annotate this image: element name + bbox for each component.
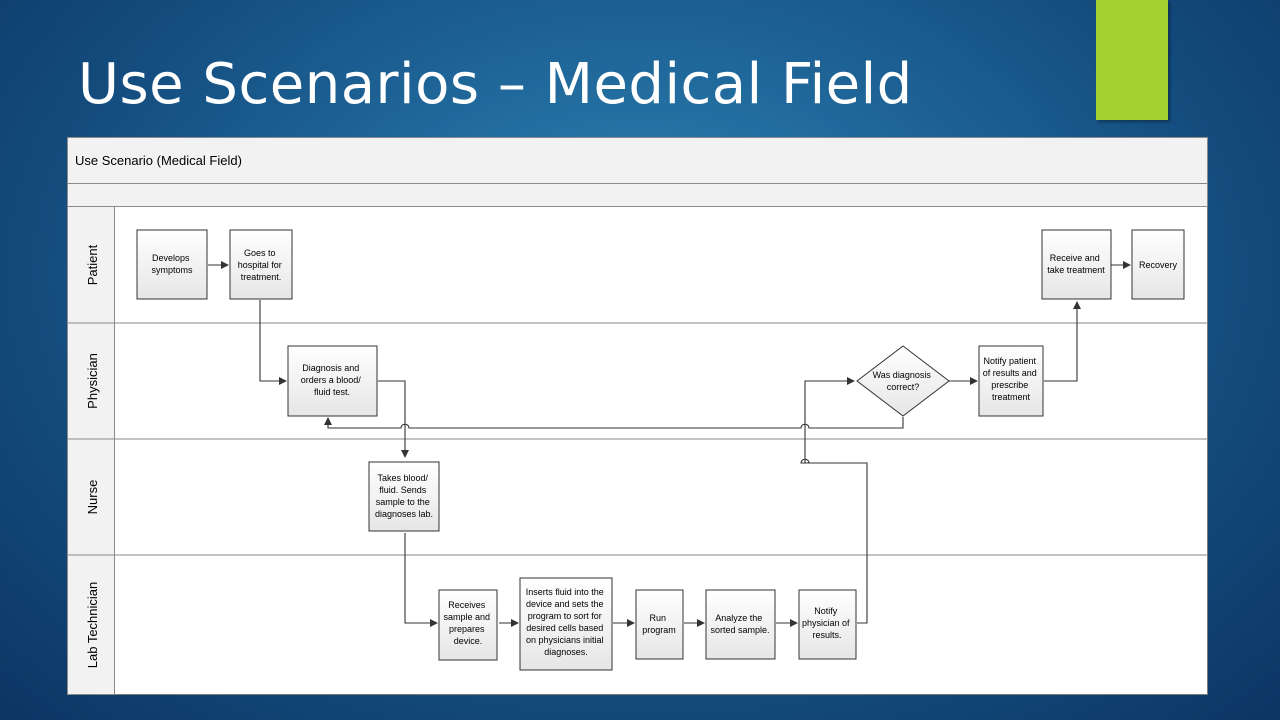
takes-blood-shape bbox=[368, 461, 440, 532]
run-program-line: Run bbox=[649, 613, 666, 623]
recovery-shape bbox=[1131, 229, 1185, 300]
receive-treatment-line: Receive and bbox=[1050, 253, 1100, 263]
develops-symptoms-box: Develops symptoms bbox=[136, 229, 208, 300]
receive-treatment-text: Receive and take treatment bbox=[1047, 253, 1105, 275]
inserts-fluid-line: device and sets the bbox=[526, 599, 604, 609]
inserts-fluid-line: desired cells based bbox=[526, 623, 603, 633]
inserts-fluid-text: Inserts fluid into the device and sets t… bbox=[526, 587, 607, 657]
goes-to-hospital-line: hospital for bbox=[238, 260, 282, 270]
develops-symptoms-text: Develops symptoms bbox=[151, 253, 193, 275]
inserts-fluid-box: Inserts fluid into the device and sets t… bbox=[519, 577, 613, 671]
takes-blood-line: Takes blood/ bbox=[377, 473, 428, 483]
takes-blood-line: diagnoses lab. bbox=[375, 509, 433, 519]
was-diagnosis-correct-decision: Was diagnosis correct? bbox=[856, 345, 950, 417]
slide-title: Use Scenarios – Medical Field bbox=[78, 52, 913, 117]
analyze-sample-line: sorted sample. bbox=[710, 625, 769, 635]
receive-treatment-line: take treatment bbox=[1047, 265, 1105, 275]
notify-physician-line: Notify bbox=[814, 606, 838, 616]
receives-sample-line: sample and bbox=[443, 612, 490, 622]
decision-line: correct? bbox=[887, 382, 920, 392]
recovery-line: Recovery bbox=[1139, 260, 1178, 270]
accent-bar bbox=[1096, 0, 1168, 120]
goes-to-hospital-text: Goes to hospital for treatment. bbox=[238, 248, 285, 282]
lane-label-lab-technician: Lab Technician bbox=[85, 582, 100, 669]
recovery-text: Recovery bbox=[1139, 260, 1178, 270]
notify-physician-line: results. bbox=[812, 630, 841, 640]
goes-to-hospital-line: Goes to bbox=[244, 248, 276, 258]
flowchart-canvas: Use Scenario (Medical Field) Patient Phy… bbox=[67, 137, 1208, 695]
receive-treatment-box: Receive and take treatment bbox=[1041, 229, 1112, 300]
notify-patient-box: Notify patient of results and prescribe … bbox=[978, 345, 1044, 417]
connector bbox=[324, 417, 904, 429]
receive-treatment-shape bbox=[1041, 229, 1112, 300]
notify-patient-text: Notify patient of results and prescribe … bbox=[983, 356, 1040, 402]
connector bbox=[378, 380, 409, 458]
connector bbox=[259, 300, 287, 385]
takes-blood-line: sample to the bbox=[376, 497, 430, 507]
diagnosis-line: Diagnosis and bbox=[302, 363, 359, 373]
connector bbox=[800, 377, 868, 624]
lane-label-physician: Physician bbox=[85, 353, 100, 409]
inserts-fluid-line: diagnoses. bbox=[544, 647, 588, 657]
goes-to-hospital-box: Goes to hospital for treatment. bbox=[229, 229, 293, 300]
inserts-fluid-line: program to sort for bbox=[528, 611, 602, 621]
lane-label-patient: Patient bbox=[85, 244, 100, 285]
analyze-sample-text: Analyze the sorted sample. bbox=[710, 613, 769, 635]
notify-patient-shape bbox=[978, 345, 1044, 417]
goes-to-hospital-line: treatment. bbox=[241, 272, 282, 282]
flowchart: Use Scenario (Medical Field) Patient Phy… bbox=[67, 137, 1208, 695]
takes-blood-line: fluid. Sends bbox=[379, 485, 427, 495]
develops-symptoms-shape bbox=[136, 229, 208, 300]
develops-symptoms-line: Develops bbox=[152, 253, 190, 263]
notify-patient-line: treatment bbox=[992, 392, 1031, 402]
takes-blood-text: Takes blood/ fluid. Sends sample to the … bbox=[375, 473, 433, 519]
receives-sample-shape bbox=[438, 589, 498, 661]
connectors bbox=[208, 261, 1131, 627]
analyze-sample-box: Analyze the sorted sample. bbox=[705, 589, 776, 660]
notify-physician-box: Notify physician of results. bbox=[798, 589, 857, 660]
diagram-title: Use Scenario (Medical Field) bbox=[75, 153, 242, 168]
goes-to-hospital-shape bbox=[229, 229, 293, 300]
lane-label-column bbox=[67, 206, 115, 695]
inserts-fluid-line: Inserts fluid into the bbox=[526, 587, 604, 597]
decision-text: Was diagnosis correct? bbox=[873, 370, 934, 392]
receives-sample-line: device. bbox=[454, 636, 483, 646]
notify-patient-line: prescribe bbox=[991, 380, 1028, 390]
notify-patient-line: Notify patient bbox=[983, 356, 1036, 366]
notify-physician-line: physician of bbox=[802, 618, 850, 628]
run-program-line: program bbox=[642, 625, 676, 635]
diagram-subheader bbox=[67, 183, 1208, 207]
recovery-box: Recovery bbox=[1131, 229, 1185, 300]
notify-physician-shape bbox=[798, 589, 857, 660]
receives-sample-box: Receives sample and prepares device. bbox=[438, 589, 498, 661]
run-program-shape bbox=[635, 589, 684, 660]
diagnosis-box: Diagnosis and orders a blood/ fluid test… bbox=[287, 345, 378, 417]
run-program-text: Run program bbox=[642, 613, 676, 635]
lane-label-nurse: Nurse bbox=[85, 480, 100, 515]
diagnosis-line: orders a blood/ bbox=[301, 375, 362, 385]
diagnosis-text: Diagnosis and orders a blood/ fluid test… bbox=[301, 363, 364, 397]
takes-blood-box: Takes blood/ fluid. Sends sample to the … bbox=[368, 461, 440, 532]
notify-physician-text: Notify physician of results. bbox=[802, 606, 852, 640]
receives-sample-line: Receives bbox=[448, 600, 486, 610]
notify-patient-line: of results and bbox=[983, 368, 1037, 378]
connector bbox=[404, 533, 438, 627]
inserts-fluid-shape bbox=[519, 577, 613, 671]
inserts-fluid-line: on physicians initial bbox=[526, 635, 604, 645]
decision-line: Was diagnosis bbox=[873, 370, 932, 380]
decision-diamond-shape bbox=[856, 345, 950, 417]
receives-sample-line: prepares bbox=[449, 624, 485, 634]
diagnosis-line: fluid test. bbox=[314, 387, 350, 397]
develops-symptoms-line: symptoms bbox=[151, 265, 193, 275]
run-program-box: Run program bbox=[635, 589, 684, 660]
receives-sample-text: Receives sample and prepares device. bbox=[443, 600, 492, 646]
diagnosis-shape bbox=[287, 345, 378, 417]
analyze-sample-line: Analyze the bbox=[715, 613, 762, 623]
connector bbox=[1044, 301, 1081, 382]
analyze-sample-shape bbox=[705, 589, 776, 660]
diagram-header bbox=[67, 137, 1208, 184]
